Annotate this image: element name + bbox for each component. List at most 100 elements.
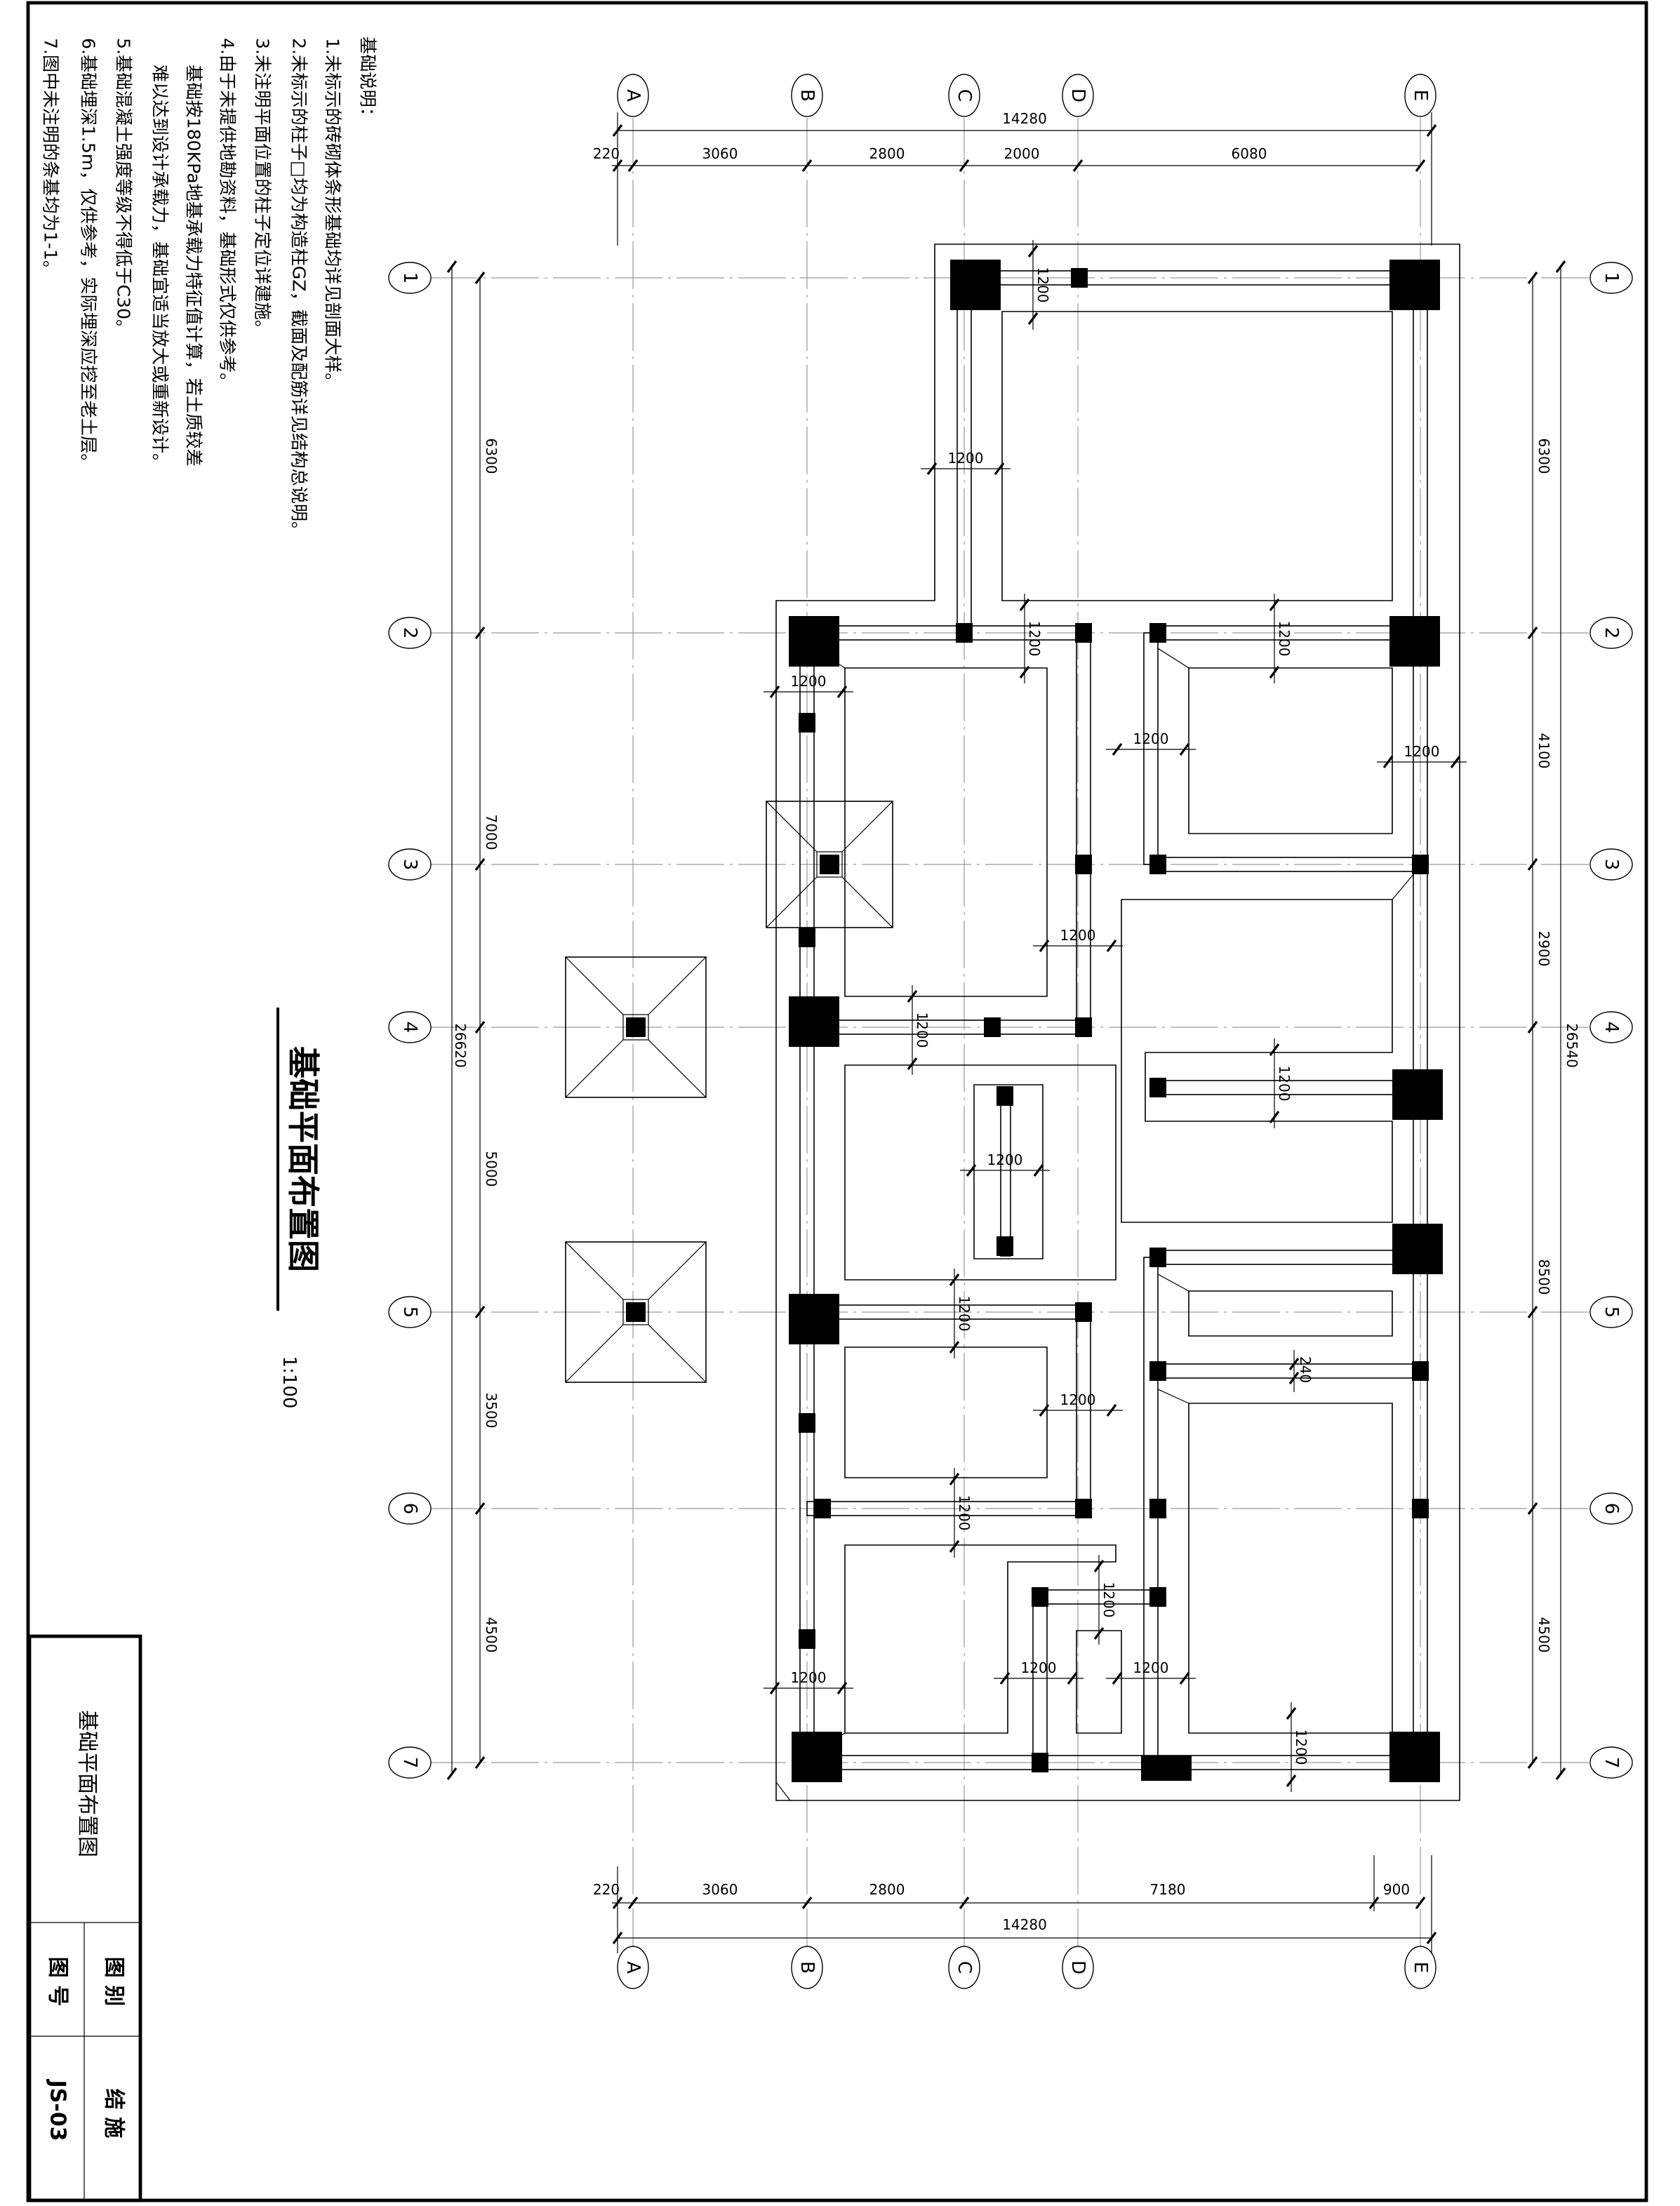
footing-inner-edge bbox=[1001, 311, 1393, 601]
dimension-tick bbox=[1112, 743, 1123, 756]
title-block-category-value: 结 施 bbox=[102, 2089, 126, 2138]
dimension-text: 2000 bbox=[1004, 145, 1040, 162]
footing-slope-line bbox=[565, 956, 624, 1015]
column bbox=[1389, 616, 1440, 667]
dimension-text: 1200 bbox=[791, 1669, 827, 1686]
dimension-tick bbox=[1179, 743, 1190, 756]
column bbox=[1412, 855, 1429, 874]
footing-chamfer bbox=[1157, 648, 1189, 669]
dimension-tick bbox=[801, 159, 813, 172]
sheet-border bbox=[26, 1, 1648, 2202]
column bbox=[789, 616, 839, 667]
footing-slope-line bbox=[648, 1039, 707, 1098]
dimension-text: 14280 bbox=[1002, 1916, 1047, 1933]
axis-bubble bbox=[388, 1746, 432, 1779]
axis-label: 6 bbox=[1601, 1503, 1622, 1515]
axis-bubble bbox=[388, 1492, 432, 1525]
footing-slope-line bbox=[648, 956, 707, 1015]
axis-label: 7 bbox=[399, 1757, 420, 1769]
axis-bubble bbox=[1062, 1946, 1094, 1989]
axis-bubble bbox=[1589, 1746, 1633, 1779]
axis-label: C bbox=[954, 1961, 975, 1974]
footing-chamfer bbox=[1392, 872, 1415, 900]
dimension-text: 1200 bbox=[956, 1296, 973, 1332]
footing-inner-edge bbox=[844, 1346, 1048, 1478]
dimension-tick bbox=[474, 858, 486, 871]
column bbox=[1389, 1732, 1440, 1782]
dimension-tick bbox=[1039, 940, 1050, 952]
independent-footing bbox=[766, 801, 893, 928]
dimension-text: 1200 bbox=[1276, 621, 1293, 657]
dimension-text: 26620 bbox=[452, 1023, 469, 1068]
column bbox=[799, 713, 815, 733]
dimension-tick bbox=[1555, 260, 1566, 273]
dimension-tick bbox=[949, 1540, 960, 1553]
axis-bubble bbox=[388, 617, 432, 649]
dimension-text: 6300 bbox=[1535, 439, 1552, 474]
axis-label: B bbox=[796, 89, 818, 102]
wall bbox=[1150, 1363, 1421, 1379]
axis-label: 4 bbox=[399, 1022, 420, 1034]
column bbox=[956, 623, 973, 643]
dimension-tick bbox=[1527, 1756, 1538, 1769]
footing-inner-edge bbox=[1188, 667, 1393, 834]
axis-bubble bbox=[1589, 1011, 1633, 1043]
axis-bubble bbox=[1062, 74, 1094, 117]
dimension-text: 1200 bbox=[987, 1151, 1023, 1168]
dimension-tick bbox=[1269, 1111, 1280, 1123]
dimension-text: 1200 bbox=[1060, 1391, 1096, 1408]
axis-bubble bbox=[791, 74, 823, 117]
axis-label: 7 bbox=[1601, 1757, 1622, 1769]
column bbox=[996, 1086, 1013, 1106]
column bbox=[996, 1236, 1013, 1256]
column bbox=[626, 1302, 646, 1322]
dimension-tick bbox=[1415, 159, 1426, 172]
column bbox=[626, 1017, 646, 1037]
wall bbox=[1039, 1589, 1152, 1605]
dimension-text: 2900 bbox=[1535, 931, 1552, 967]
dimension-text: 5000 bbox=[483, 1151, 500, 1187]
footing-inner-edge bbox=[1188, 1403, 1393, 1734]
dimension-text: 3060 bbox=[702, 145, 738, 162]
dimension-text: 4500 bbox=[483, 1617, 500, 1653]
axis-bubble bbox=[617, 74, 649, 117]
note-line: 2.未标示的柱子□均为构造柱GZ，截面及配筋详见结构总说明。 bbox=[289, 38, 309, 539]
axis-label: 1 bbox=[399, 272, 420, 284]
dimension-text: 1200 bbox=[1404, 743, 1440, 760]
footing-slope-line bbox=[565, 1324, 624, 1383]
footing-pedestal bbox=[816, 851, 843, 878]
title-block-number-value: JS-03 bbox=[46, 2079, 70, 2141]
axis-label: C bbox=[954, 89, 975, 102]
dimension-tick bbox=[1039, 1404, 1050, 1417]
axis-label: 6 bbox=[399, 1503, 420, 1515]
axis-label: E bbox=[1410, 1962, 1431, 1973]
note-line: 3.未注明平面位置的柱子定位详建施。 bbox=[253, 38, 273, 337]
dimension-tick bbox=[1527, 272, 1538, 284]
dimension-text: 2800 bbox=[869, 1881, 905, 1898]
dimension-text: 4500 bbox=[1535, 1617, 1552, 1653]
dimension-text: 240 bbox=[1297, 1356, 1314, 1383]
dimension-text: 6300 bbox=[483, 439, 500, 474]
dimension-tick bbox=[1415, 1897, 1426, 1909]
column bbox=[1075, 855, 1092, 874]
column bbox=[1075, 1499, 1092, 1518]
dimension-text: 1200 bbox=[1276, 1066, 1293, 1102]
dimension-text: 3060 bbox=[702, 1881, 738, 1898]
dimension-text: 1200 bbox=[1133, 1659, 1169, 1676]
dimension-text: 1200 bbox=[956, 1495, 973, 1531]
footing-chamfer bbox=[775, 1781, 791, 1801]
dimension-text: 26540 bbox=[1564, 1023, 1580, 1068]
footing-chamfer bbox=[1157, 1389, 1189, 1404]
axis-bubble bbox=[1589, 848, 1633, 881]
column bbox=[1032, 1753, 1048, 1772]
dimension-tick bbox=[1527, 1021, 1538, 1034]
column bbox=[814, 1499, 831, 1518]
axis-bubble bbox=[1589, 1492, 1633, 1525]
dimension-tick bbox=[1019, 666, 1030, 678]
axis-label: 5 bbox=[399, 1306, 420, 1318]
column bbox=[1141, 1756, 1192, 1781]
axis-bubble bbox=[1404, 74, 1436, 117]
dimension-tick bbox=[907, 1057, 918, 1070]
dimension-tick bbox=[769, 1682, 780, 1694]
axis-label: 3 bbox=[399, 859, 420, 871]
